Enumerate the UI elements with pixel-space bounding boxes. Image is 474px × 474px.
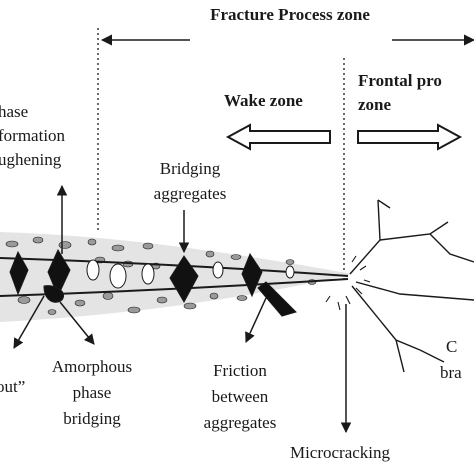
crack-branch bbox=[349, 199, 381, 275]
microcrack bbox=[359, 265, 367, 271]
bridging-aggregates-line-1: Bridging bbox=[160, 159, 221, 178]
bridging-aggregate bbox=[169, 255, 199, 304]
crack-branch bbox=[351, 285, 421, 351]
fracture-process-zone-label: Fracture Process zone bbox=[210, 5, 370, 24]
microcracking-label: Microcracking bbox=[290, 443, 391, 462]
crack-branch bbox=[419, 349, 445, 363]
crack-branch bbox=[429, 233, 474, 263]
friction-line-3: aggregates bbox=[204, 413, 277, 432]
frictional-aggregate bbox=[257, 281, 297, 317]
phase-transformation-line-1: hase bbox=[0, 102, 28, 121]
microcrack bbox=[363, 279, 371, 283]
aggregate bbox=[285, 265, 295, 279]
crack-branch bbox=[379, 221, 449, 241]
amorphous-line-3: bridging bbox=[63, 409, 121, 428]
aggregate bbox=[205, 250, 215, 258]
phase-transformation-line-2: formation bbox=[0, 126, 66, 145]
aggregate bbox=[212, 261, 224, 279]
aggregate bbox=[5, 240, 19, 248]
crack-branching-label: C bra bbox=[440, 337, 462, 382]
amorphous-phase-bridging-label: Amorphous phase bridging bbox=[52, 357, 132, 428]
crack-branch bbox=[355, 281, 474, 301]
crack-branching-line-2: bra bbox=[440, 363, 462, 382]
aggregate-particles bbox=[5, 236, 317, 315]
amorphous-bridging-arrow bbox=[59, 301, 95, 345]
aggregate bbox=[156, 296, 168, 304]
friction-between-aggregates-label: Friction between aggregates bbox=[204, 361, 277, 432]
fracture-process-zone-indicator: Fracture Process zone bbox=[100, 5, 474, 46]
pullout-arrow bbox=[13, 295, 45, 349]
crack-bridging-elements bbox=[9, 248, 297, 317]
bridging-aggregates-label: Bridging aggregates bbox=[154, 159, 227, 203]
friction-arrow bbox=[245, 297, 267, 343]
aggregate bbox=[111, 244, 125, 252]
aggregate bbox=[109, 263, 127, 289]
frontal-process-zone-label-2: zone bbox=[358, 95, 392, 114]
aggregate bbox=[209, 292, 219, 300]
aggregate-bridge bbox=[9, 250, 29, 296]
aggregate bbox=[58, 241, 72, 249]
wake-zone-indicator: Wake zone bbox=[224, 91, 331, 151]
crack-branch bbox=[395, 339, 405, 373]
frontal-process-zone-label-1: Frontal pro bbox=[358, 71, 442, 90]
aggregate bbox=[127, 306, 141, 314]
crack-branch bbox=[377, 199, 391, 209]
wake-zone-arrow bbox=[225, 123, 331, 151]
aggregate bbox=[102, 292, 114, 300]
bridging-aggregate bbox=[241, 252, 263, 298]
aggregate bbox=[32, 236, 44, 244]
aggregate bbox=[47, 309, 57, 315]
aggregate bbox=[142, 242, 154, 250]
amorphous-line-1: Amorphous bbox=[52, 357, 132, 376]
aggregate bbox=[285, 259, 295, 265]
crack-branching bbox=[349, 199, 474, 373]
friction-line-1: Friction bbox=[213, 361, 267, 380]
bridging-aggregates-line-2: aggregates bbox=[154, 184, 227, 203]
frontal-process-zone-indicator: Frontal pro zone bbox=[357, 71, 463, 151]
aggregate bbox=[74, 299, 86, 307]
amorphous-line-2: phase bbox=[73, 383, 112, 402]
microcracks bbox=[325, 255, 371, 311]
microcrack bbox=[345, 295, 351, 305]
aggregate bbox=[87, 238, 97, 246]
microcrack bbox=[325, 295, 331, 303]
pointer-arrows bbox=[13, 184, 352, 434]
microcrack bbox=[337, 301, 341, 311]
aggregate bbox=[17, 296, 31, 304]
aggregate bbox=[230, 254, 242, 260]
microcrack bbox=[351, 255, 357, 263]
frontal-zone-arrow bbox=[357, 123, 463, 151]
pullout-label: out” bbox=[0, 377, 25, 396]
aggregate bbox=[183, 302, 197, 310]
aggregate bbox=[141, 263, 155, 285]
phase-transformation-label: hase formation ughening bbox=[0, 102, 66, 169]
aggregate bbox=[86, 259, 100, 281]
wake-zone-label: Wake zone bbox=[224, 91, 303, 110]
amorphous-phase-bridge bbox=[43, 285, 64, 303]
friction-line-2: between bbox=[212, 387, 269, 406]
microcrack bbox=[355, 287, 363, 295]
crack-branching-line-1: C bbox=[446, 337, 457, 356]
aggregate bbox=[236, 295, 248, 301]
phase-transformation-line-3: ughening bbox=[0, 150, 62, 169]
